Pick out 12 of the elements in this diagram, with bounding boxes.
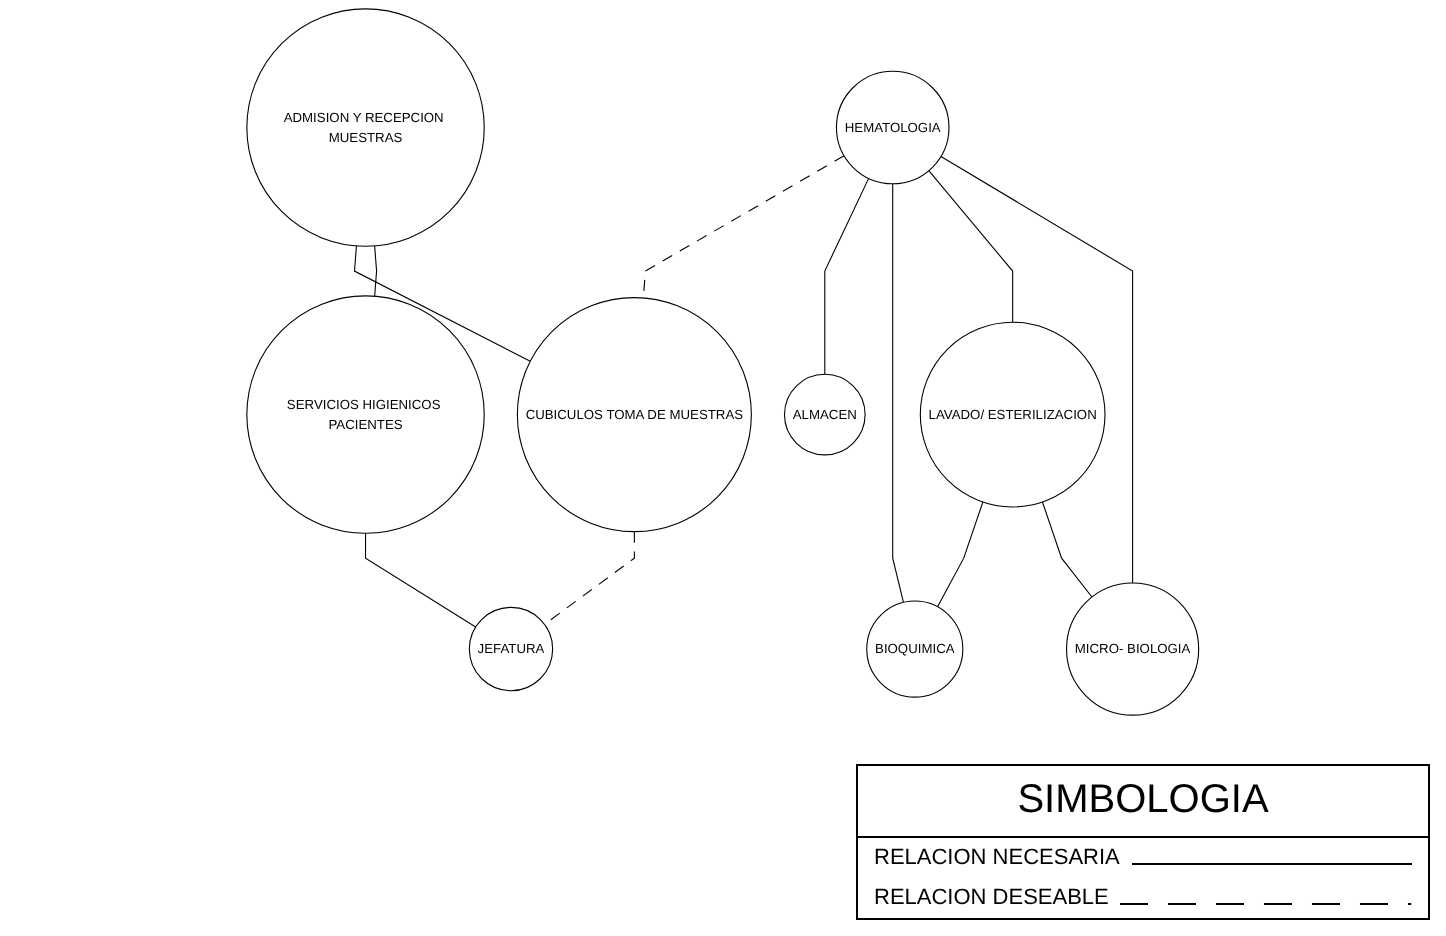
- connector: [1042, 501, 1093, 598]
- connector: [824, 177, 870, 375]
- legend-title: SIMBOLOGIA: [858, 766, 1428, 838]
- legend-label: RELACION NECESARIA: [874, 846, 1120, 870]
- connector: [374, 245, 378, 297]
- connector: [928, 170, 1014, 323]
- connector: [892, 183, 905, 603]
- connector: [365, 532, 477, 628]
- connector: [354, 245, 531, 362]
- connector: [937, 501, 984, 608]
- legend-label: RELACION DESEABLE: [874, 886, 1109, 910]
- connector: [940, 155, 1134, 584]
